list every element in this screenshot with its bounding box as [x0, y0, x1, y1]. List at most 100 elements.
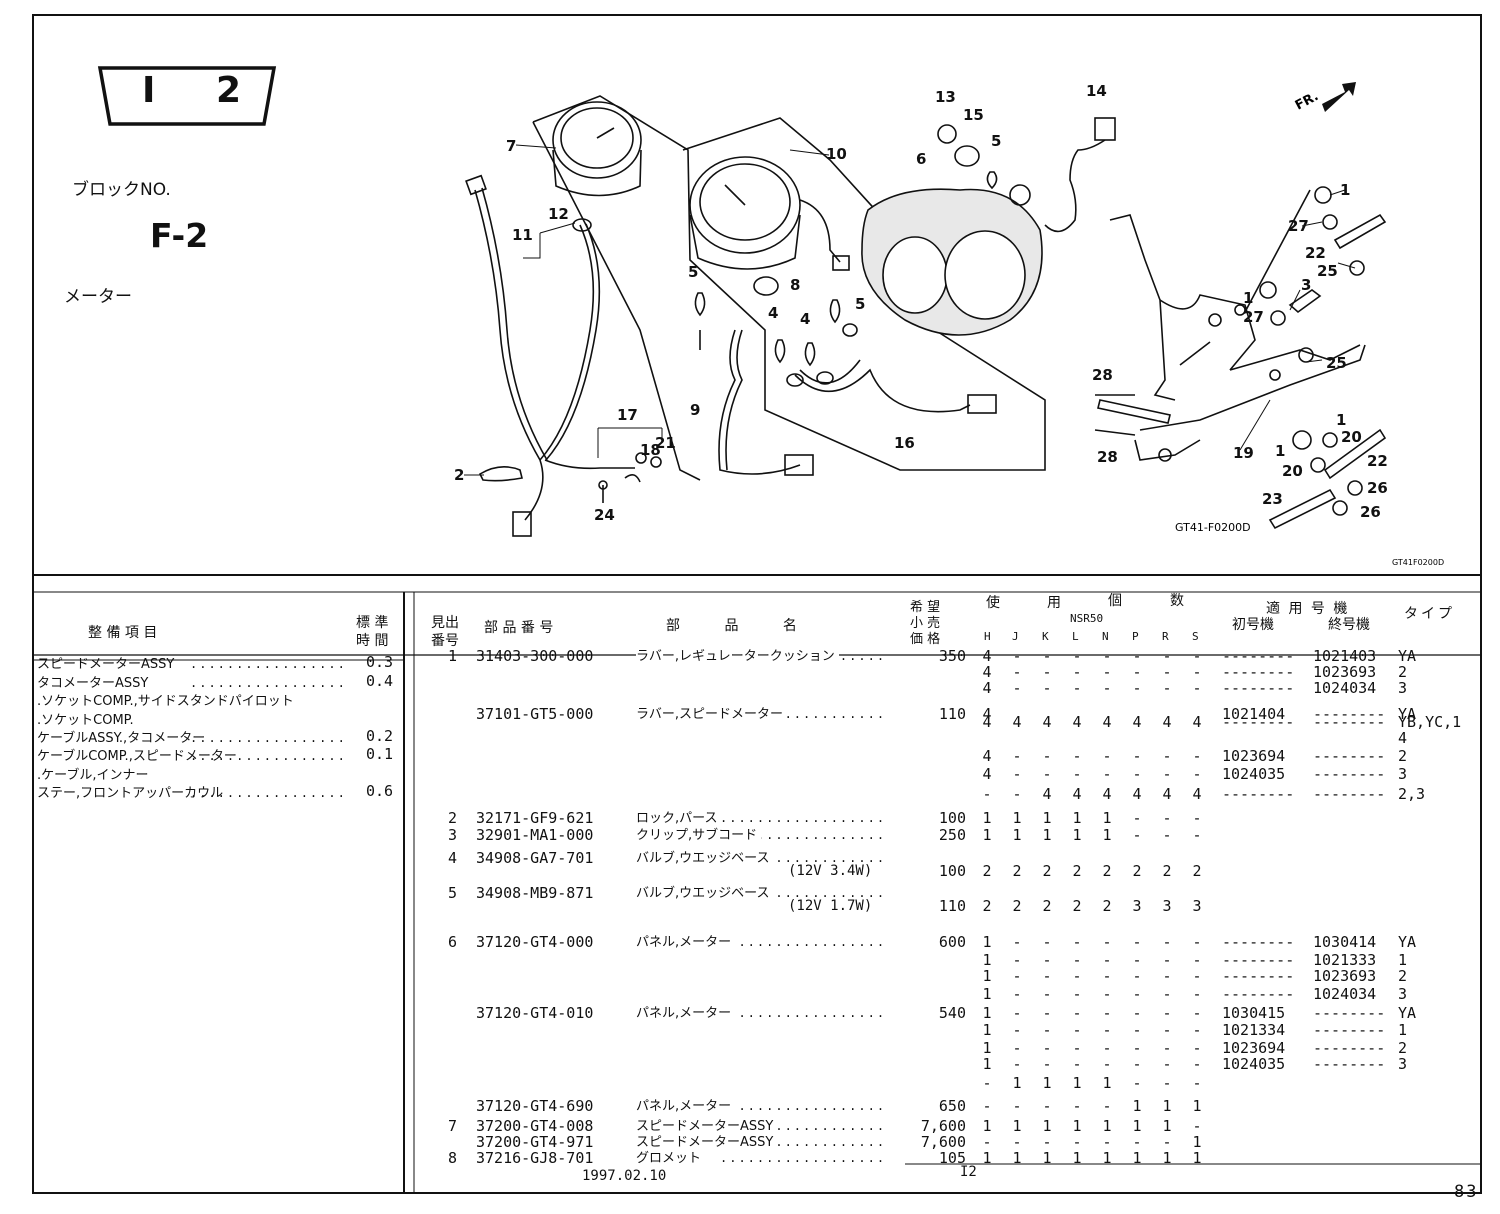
use-qty: -	[1162, 747, 1172, 765]
type-code: YA	[1398, 1004, 1417, 1022]
use-qty: 1	[1102, 1117, 1112, 1135]
use-qty: -	[1192, 933, 1202, 951]
use-qty: -	[1132, 647, 1142, 665]
use-qty: -	[1012, 663, 1022, 681]
part-number: 37216-GJ8-701	[476, 1149, 594, 1167]
use-qty: -	[1072, 765, 1082, 783]
use-qty: -	[1072, 1004, 1082, 1022]
use-qty: 2	[1102, 862, 1112, 880]
use-qty: -	[1102, 1021, 1112, 1039]
use-qty: -	[1132, 809, 1142, 827]
use-col-K: K	[1042, 630, 1049, 643]
callout-20: 20	[1341, 428, 1362, 446]
use-qty: -	[1132, 765, 1142, 783]
use-qty: -	[1102, 1055, 1112, 1073]
use-qty: 4	[1102, 713, 1112, 731]
use-qty: 1	[982, 1055, 992, 1073]
type-code: 4	[1398, 729, 1408, 747]
use-qty: 4	[1012, 713, 1022, 731]
use-header-2: 用	[1047, 595, 1061, 611]
use-qty: -	[982, 1133, 992, 1151]
use-qty: 4	[1162, 713, 1172, 731]
use-qty: 1	[1192, 1097, 1202, 1115]
last-serial: --------	[1313, 1021, 1386, 1039]
use-qty: -	[1072, 647, 1082, 665]
use-qty: -	[1192, 985, 1202, 1003]
use-qty: -	[1192, 747, 1202, 765]
use-qty: 4	[982, 705, 992, 723]
part-number: 37200-GT4-971	[476, 1133, 594, 1151]
callout-17: 17	[617, 406, 638, 424]
use-qty: -	[1132, 1074, 1142, 1092]
use-qty: -	[1072, 663, 1082, 681]
use-qty: 1	[982, 985, 992, 1003]
use-col-P: P	[1132, 630, 1139, 643]
part-name: パネル,メーター	[636, 1098, 736, 1115]
block-number-label: ブロックNO.	[72, 180, 171, 200]
use-qty: 2	[1012, 897, 1022, 915]
use-qty: 1	[1162, 1097, 1172, 1115]
use-qty: -	[1132, 951, 1142, 969]
use-qty: -	[1012, 679, 1022, 697]
badge-shape-icon	[97, 66, 277, 126]
use-header-3: 個	[1108, 593, 1122, 609]
use-qty: -	[1072, 1055, 1082, 1073]
use-qty: -	[1132, 967, 1142, 985]
use-qty: -	[1102, 1133, 1112, 1151]
block-code: F-2	[150, 216, 209, 255]
use-qty: -	[1042, 1004, 1052, 1022]
use-qty: -	[1162, 765, 1172, 783]
part-number: 37120-GT4-690	[476, 1097, 594, 1115]
use-qty: 2	[1072, 862, 1082, 880]
type-code: 2	[1398, 747, 1408, 765]
callout-22-2: 22	[1367, 452, 1388, 470]
last-serial: 1030414	[1313, 933, 1377, 951]
use-col-R: R	[1162, 630, 1169, 643]
last-serial: --------	[1313, 1055, 1386, 1073]
maintenance-time: 0.1	[366, 745, 394, 763]
page-number: 83	[1454, 1182, 1479, 1202]
use-qty: 2	[982, 862, 992, 880]
callout-11: 11	[512, 226, 533, 244]
use-qty: 4	[1042, 785, 1052, 803]
callout-5: 5	[688, 263, 698, 281]
first-serial: 1021334	[1222, 1021, 1286, 1039]
maintenance-item: .ソケットCOMP.	[37, 713, 134, 728]
use-qty: -	[1162, 663, 1172, 681]
use-qty: 1	[1042, 826, 1052, 844]
first-serial: 1023694	[1222, 747, 1286, 765]
use-qty: -	[1102, 663, 1112, 681]
part-name: (12V 1.7W)	[788, 898, 873, 914]
use-qty: 1	[1102, 1149, 1112, 1167]
use-qty: -	[1162, 1055, 1172, 1073]
callout-5-3: 5	[855, 295, 865, 313]
use-qty: -	[1012, 1021, 1022, 1039]
use-qty: 1	[1012, 1149, 1022, 1167]
maintenance-time: 0.4	[366, 672, 394, 690]
use-qty: -	[1192, 765, 1202, 783]
type-code: 2	[1398, 1039, 1408, 1057]
use-qty: -	[1162, 1133, 1172, 1151]
use-qty: 1	[982, 1021, 992, 1039]
use-qty: -	[1042, 951, 1052, 969]
part-number: 37120-GT4-010	[476, 1004, 594, 1022]
last-serial: 1021333	[1313, 951, 1377, 969]
part-number: 37200-GT4-008	[476, 1117, 594, 1135]
use-qty: -	[1012, 1133, 1022, 1151]
retail-price: 650	[938, 1097, 966, 1115]
use-qty: -	[1162, 1021, 1172, 1039]
use-qty: -	[1192, 951, 1202, 969]
use-qty: 4	[982, 713, 992, 731]
use-qty: -	[1072, 747, 1082, 765]
last-serial-header: 終号機	[1328, 617, 1370, 633]
badge-number: 2	[216, 70, 242, 111]
type-code: 2,3	[1398, 785, 1426, 803]
use-qty: -	[1012, 967, 1022, 985]
type-code: 2	[1398, 663, 1408, 681]
use-qty: -	[1042, 933, 1052, 951]
use-qty: 1	[1012, 1117, 1022, 1135]
use-qty: -	[1072, 933, 1082, 951]
use-qty: 1	[1042, 1149, 1052, 1167]
type-code: 3	[1398, 679, 1408, 697]
use-qty: 2	[1102, 897, 1112, 915]
